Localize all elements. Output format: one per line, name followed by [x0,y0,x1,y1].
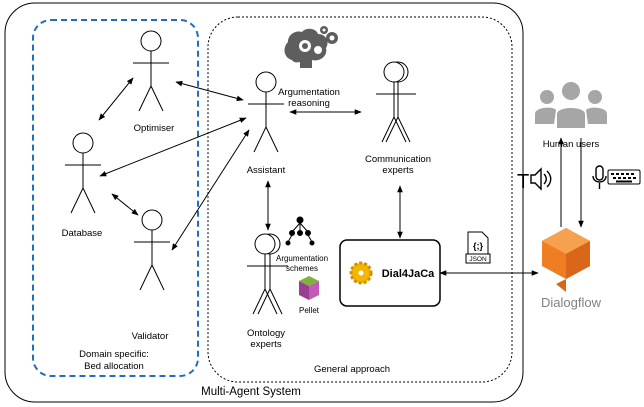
ontology-experts-label-2: experts [250,339,281,350]
domain-specific-label-2: Bed allocation [84,361,144,372]
dialogflow-label: Dialogflow [541,295,602,310]
pellet-cube-icon [299,276,319,300]
pellet-label: Pellet [299,306,320,315]
gear-icon [349,261,373,285]
assistant-agent [247,71,285,153]
ontology-experts-agent [246,233,289,315]
json-label: JSON [469,256,487,263]
domain-specific-region [32,19,199,377]
communication-experts-label-1: Communication [365,154,431,165]
keyboard-icon [607,169,641,185]
domain-specific-label-1: Domain specific: [79,349,149,360]
text-mode-icon: T [517,171,529,193]
general-approach-label: General approach [314,364,390,375]
ontology-experts-label-1: Ontology [247,328,285,339]
brain-gears-icon [284,26,338,69]
argumentation-schemes-label-2: schemes [286,264,318,273]
argumentation-reasoning-label-1: Argumentation [278,87,340,98]
multi-agent-system-label: Multi-Agent System [201,386,301,398]
communication-experts-agent [375,61,417,143]
database-label: Database [62,228,103,239]
validator-agent [133,209,171,291]
json-braces-label: {;} [473,241,483,251]
arrow-optimiser-assistant [175,80,244,102]
arrow-database-validator [111,193,139,216]
dial4jaca-box [339,239,441,307]
hierarchy-icon [285,216,315,246]
multi-agent-system-boundary [4,2,524,403]
arrow-validator-assistant [171,129,250,251]
users-icon [535,82,607,128]
assistant-label: Assistant [247,165,286,176]
general-approach-region [207,16,513,383]
optimiser-label: Optimiser [134,123,175,134]
dial4jaca-label: Dial4JaCa [382,268,435,280]
argumentation-reasoning-label-2: reasoning [288,98,330,109]
speaker-icon [530,167,552,191]
json-file-icon [465,231,491,264]
arrow-optimiser-database [98,77,134,121]
argumentation-schemes-label-1: Argumentation [276,254,328,263]
database-agent [64,132,102,214]
microphone-icon [592,165,607,189]
optimiser-agent [132,30,170,112]
communication-experts-label-2: experts [382,165,413,176]
validator-label: Validator [132,331,169,342]
human-users-label: Human users [543,139,600,150]
dialogflow-logo-icon [542,228,590,292]
